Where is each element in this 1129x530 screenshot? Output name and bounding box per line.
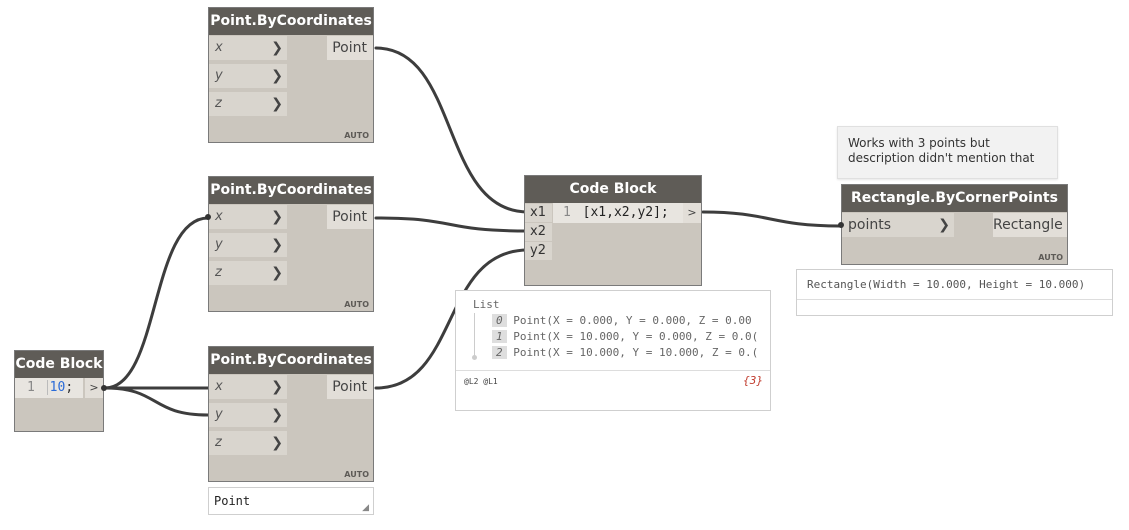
line-number: 1 [563, 205, 571, 220]
node-tooltip: Works with 3 points but description didn… [837, 126, 1058, 179]
chevron-right-icon: ❯ [271, 265, 283, 281]
chevron-right-icon: ❯ [271, 68, 283, 84]
list-preview-bubble[interactable]: List 0 Point(X = 0.000, Y = 0.000, Z = 0… [455, 290, 771, 411]
list-item: 0 Point(X = 0.000, Y = 0.000, Z = 0.00 [492, 314, 752, 327]
input-port-dot [205, 214, 211, 220]
wire-codeblock-to-bot-y[interactable] [103, 386, 210, 417]
input-port-z[interactable]: z❯ [209, 261, 287, 285]
output-port-point[interactable]: Point [327, 205, 373, 229]
output-port-point[interactable]: Point [327, 36, 373, 60]
list-tree-dot [472, 355, 477, 360]
output-port-point[interactable]: Point [327, 375, 373, 399]
input-port-y[interactable]: y❯ [209, 233, 287, 257]
preview-text: Rectangle(Width = 10.000, Height = 10.00… [807, 278, 1086, 291]
code-text[interactable]: 10; [46, 380, 74, 395]
port-label: x [215, 379, 223, 394]
port-label: points [848, 217, 891, 233]
node-title[interactable]: Point.ByCoordinates [209, 347, 373, 374]
list-levels[interactable]: @L2 @L1 [464, 377, 498, 386]
preview-divider [797, 299, 1112, 300]
preview-text: Point [214, 494, 251, 508]
port-label: x [215, 209, 223, 224]
chevron-right-icon: ❯ [271, 209, 283, 225]
port-label: x [215, 40, 223, 55]
port-label: y [215, 237, 223, 252]
rectangle-by-corner-points-node[interactable]: Rectangle.ByCornerPoints points ❯ Rectang… [838, 184, 1068, 265]
preview-divider [456, 370, 770, 371]
code-text[interactable]: [x1,x2,y2]; [582, 205, 669, 220]
list-header: List [473, 298, 500, 311]
input-port-points[interactable]: points ❯ [842, 213, 954, 237]
chevron-right-icon: ❯ [271, 96, 283, 112]
input-port-x1[interactable]: x1 [525, 204, 552, 222]
point-preview-bubble[interactable]: Point ◢ [208, 487, 374, 515]
port-label: z [215, 96, 222, 111]
input-port-z[interactable]: z❯ [209, 431, 287, 455]
lacing-indicator: AUTO [1038, 253, 1063, 262]
wire-point-top-to-x1[interactable] [374, 46, 530, 214]
chevron-right-icon: ❯ [271, 379, 283, 395]
resize-grip-icon[interactable]: ◢ [362, 503, 369, 513]
list-item-text: Point(X = 10.000, Y = 10.000, Z = 0.( [513, 346, 759, 359]
list-count: {3} [743, 374, 763, 387]
input-port-y2[interactable]: y2 [525, 242, 552, 260]
port-label: z [215, 265, 222, 280]
input-port-x[interactable]: x❯ [209, 375, 287, 399]
code-line[interactable]: 1 10; [15, 378, 83, 398]
code-line[interactable]: 1 [x1,x2,y2]; [553, 203, 683, 223]
list-index: 0 [492, 314, 507, 327]
port-label: z [215, 435, 222, 450]
list-item: 1 Point(X = 10.000, Y = 0.000, Z = 0.0( [492, 330, 758, 343]
output-port[interactable]: > [683, 203, 701, 223]
node-title[interactable]: Code Block [15, 351, 103, 378]
output-port-dot [101, 385, 107, 391]
terminator: ; [65, 380, 74, 395]
code-block-node-number[interactable]: Code Block 1 10; > [14, 350, 107, 432]
point-by-coordinates-node-bottom[interactable]: Point.ByCoordinates x❯ y❯ z❯ Point AUTO [208, 346, 374, 482]
list-item-text: Point(X = 0.000, Y = 0.000, Z = 0.00 [513, 314, 752, 327]
input-port-y[interactable]: y❯ [209, 64, 287, 88]
port-label: y [215, 407, 223, 422]
list-index: 2 [492, 346, 507, 359]
input-port-y[interactable]: y❯ [209, 403, 287, 427]
number-literal: 10 [49, 380, 66, 395]
node-title[interactable]: Point.ByCoordinates [209, 8, 373, 35]
input-port-x[interactable]: x❯ [209, 36, 287, 60]
chevron-right-icon: ❯ [938, 217, 950, 233]
chevron-right-icon: ❯ [271, 407, 283, 423]
code-block-node-list[interactable]: Code Block x1 x2 y2 1 [x1,x2,y2]; > [524, 175, 702, 286]
node-title[interactable]: Point.ByCoordinates [209, 177, 373, 204]
list-item: 2 Point(X = 10.000, Y = 10.000, Z = 0.( [492, 346, 758, 359]
wire-codeblock-to-rectangle[interactable] [701, 210, 842, 228]
lacing-indicator: AUTO [344, 470, 369, 479]
input-port-dot [838, 222, 844, 228]
line-number: 1 [27, 380, 35, 395]
wire-point-mid-to-x2[interactable] [374, 216, 530, 233]
rectangle-preview-bubble[interactable]: Rectangle(Width = 10.000, Height = 10.00… [796, 269, 1113, 316]
tooltip-text: Works with 3 points but description didn… [848, 136, 1035, 165]
output-port[interactable]: > [85, 378, 103, 398]
input-port-x2[interactable]: x2 [525, 223, 552, 241]
wire-codeblock-to-mid-x[interactable] [103, 216, 210, 390]
chevron-right-icon: ❯ [271, 40, 283, 56]
chevron-right-icon: ❯ [271, 237, 283, 253]
input-port-x[interactable]: x❯ [209, 205, 287, 229]
output-port-rectangle[interactable]: Rectangle [993, 213, 1067, 237]
list-index: 1 [492, 330, 507, 343]
node-title[interactable]: Rectangle.ByCornerPoints [842, 185, 1067, 212]
lacing-indicator: AUTO [344, 300, 369, 309]
port-label: y [215, 68, 223, 83]
list-item-text: Point(X = 10.000, Y = 0.000, Z = 0.0( [513, 330, 759, 343]
point-by-coordinates-node-middle[interactable]: Point.ByCoordinates x❯ y❯ z❯ Point AUTO [205, 176, 374, 312]
list-tree-line [474, 313, 475, 357]
point-by-coordinates-node-top[interactable]: Point.ByCoordinates x❯ y❯ z❯ Point AUTO [208, 7, 374, 143]
lacing-indicator: AUTO [344, 131, 369, 140]
chevron-right-icon: ❯ [271, 435, 283, 451]
input-port-z[interactable]: z❯ [209, 92, 287, 116]
node-title[interactable]: Code Block [525, 176, 701, 203]
